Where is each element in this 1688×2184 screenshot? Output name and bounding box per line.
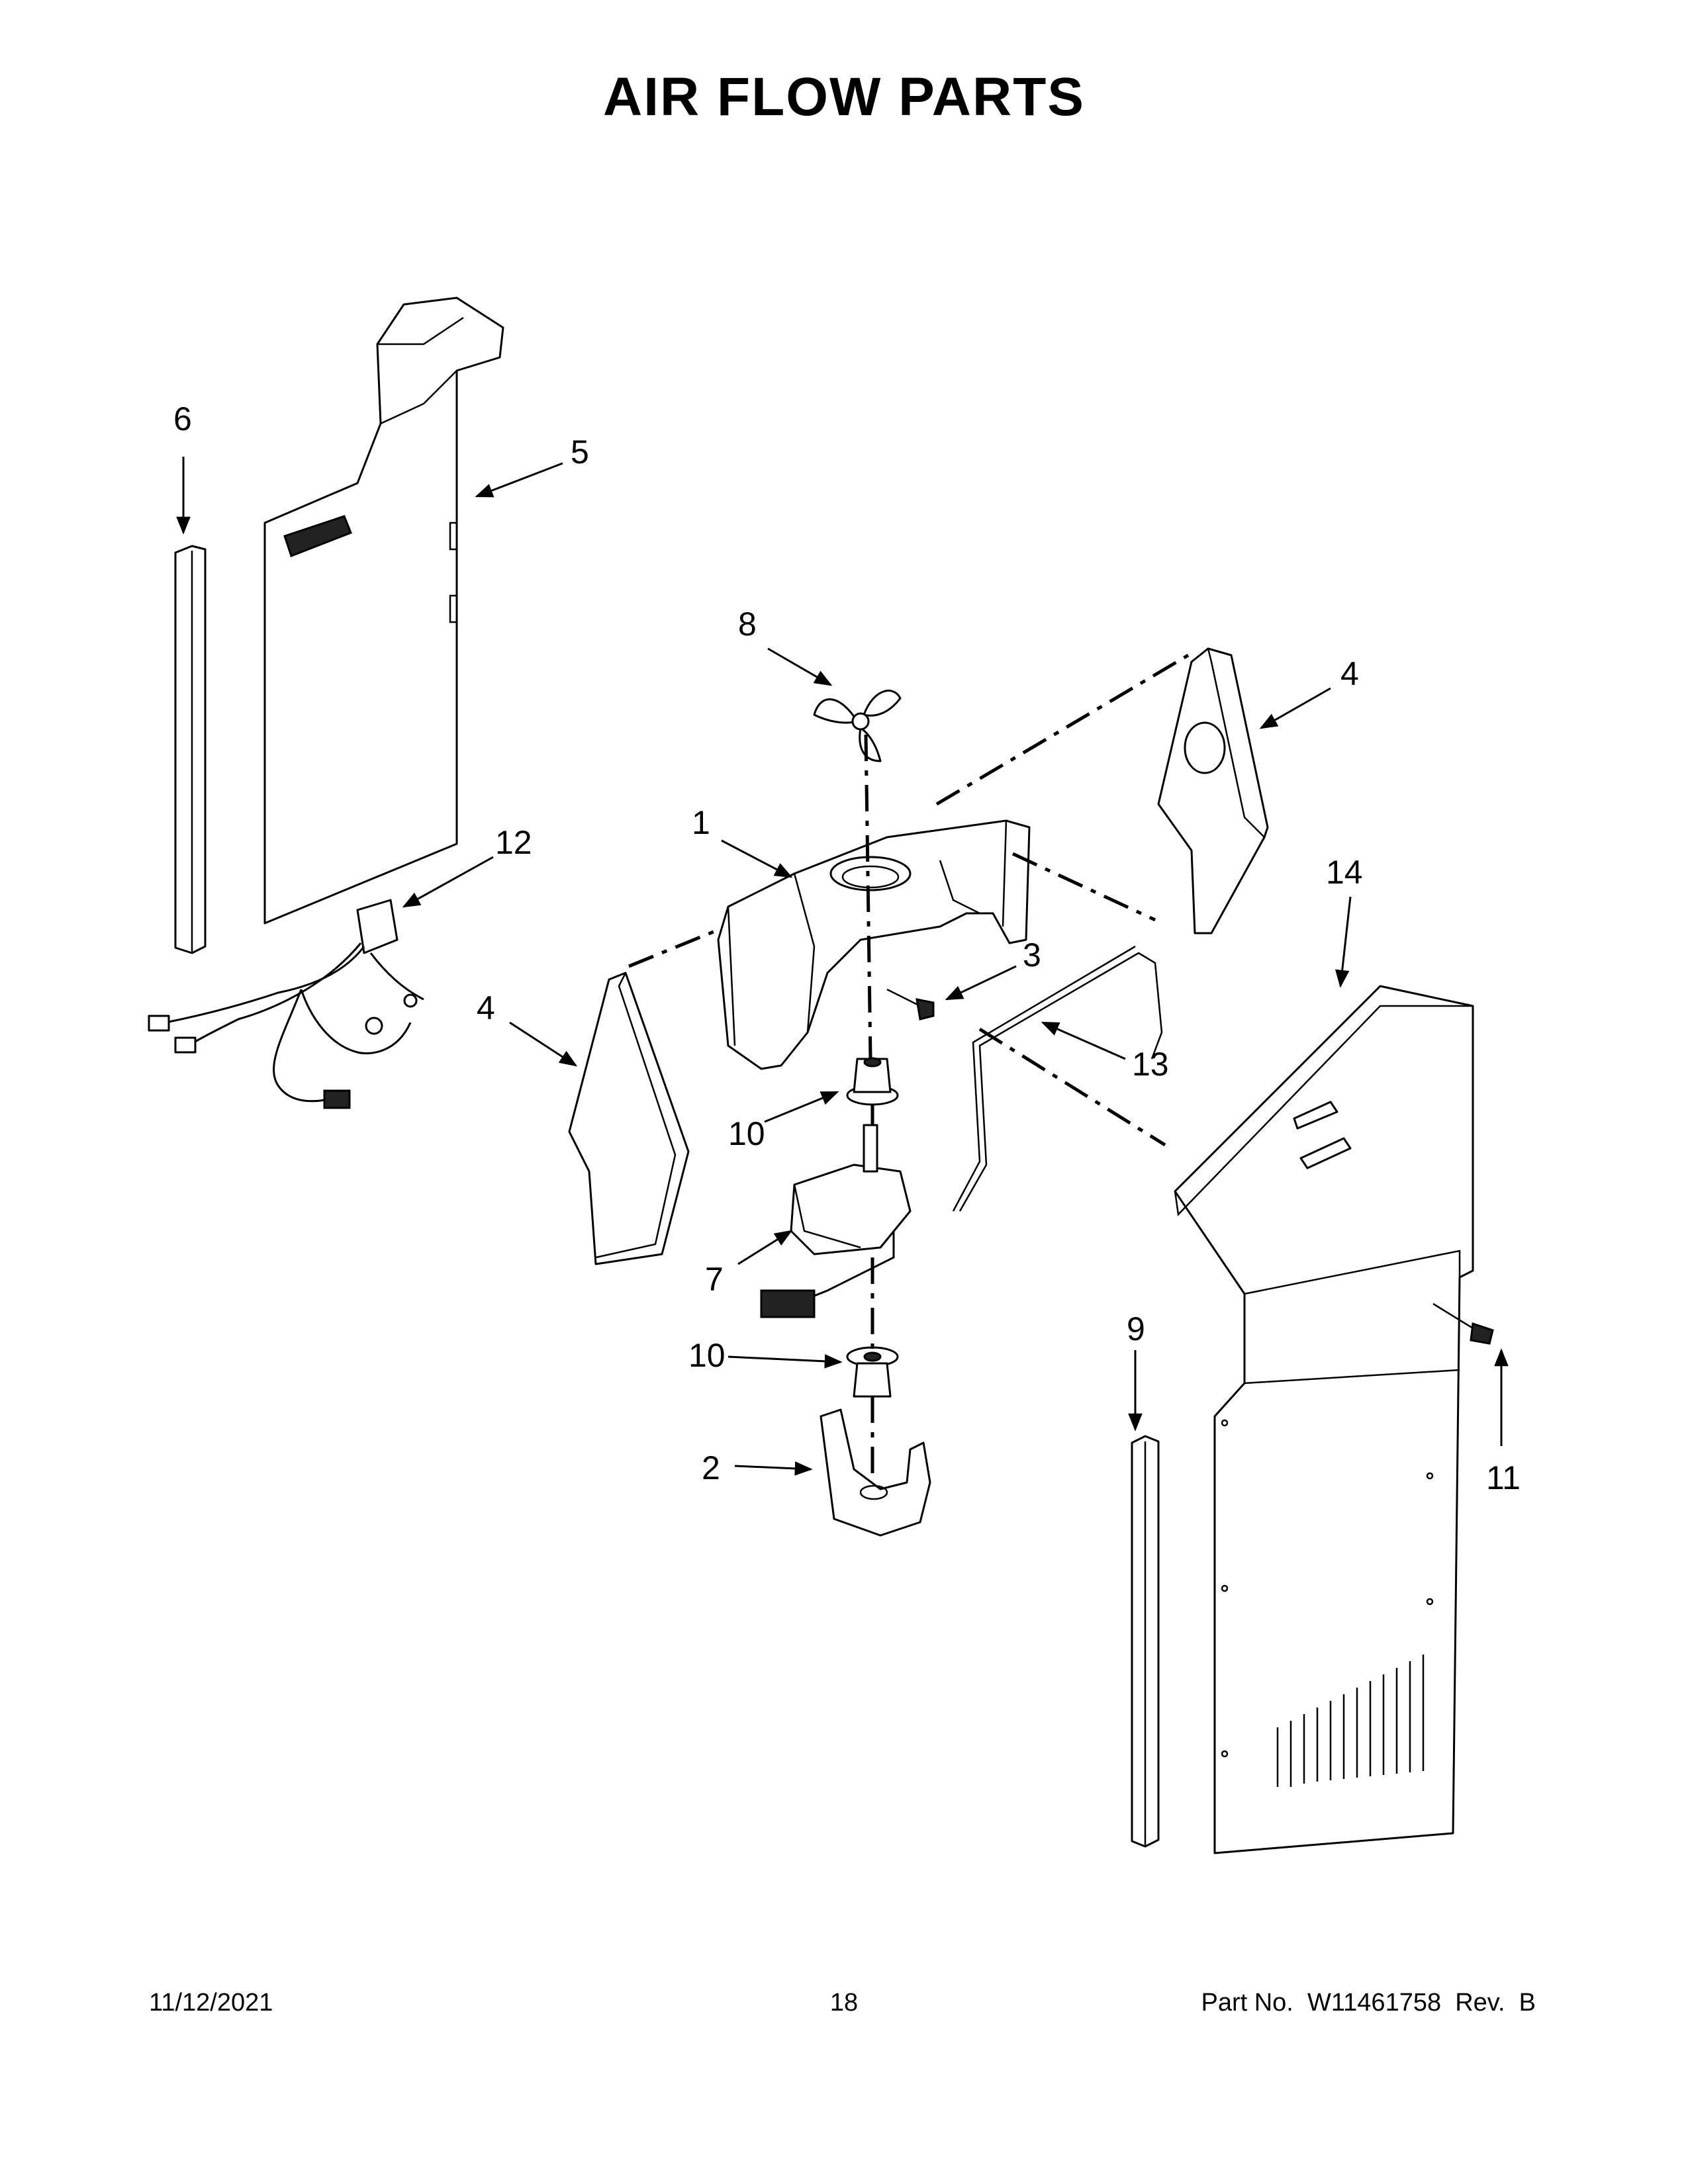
callout-7: 7 (705, 1261, 724, 1298)
part-1-fan-shroud (717, 819, 1031, 1070)
footer-page-number: 18 (829, 1989, 859, 2017)
part-11-screw (1432, 1302, 1494, 1345)
part-4-right-baffle (1157, 647, 1269, 934)
page-title: AIR FLOW PARTS (603, 67, 1085, 127)
callout-3: 3 (1023, 936, 1041, 974)
callout-10-lower: 10 (688, 1337, 726, 1374)
callout-8: 8 (738, 606, 757, 643)
part-3-screw (886, 988, 935, 1021)
callout-1: 1 (692, 804, 710, 841)
footer-part-number: Part No. W11461758 Rev. B (1201, 1989, 1536, 2017)
part-7-fan-motor (760, 1124, 912, 1318)
assembly-center-lines (628, 653, 1190, 1479)
callout-labels: 6 5 8 4 1 12 14 3 4 13 10 7 9 10 2 11 (173, 400, 1521, 1496)
part-6-gasket-strip (174, 545, 207, 954)
part-9-gasket-strip (1131, 1435, 1160, 1848)
part-5-air-duct-panel (263, 296, 504, 925)
part-10-grommet-lower (846, 1346, 899, 1398)
callout-6: 6 (173, 400, 192, 437)
callout-12: 12 (495, 824, 532, 861)
part-2-motor-bracket (820, 1408, 931, 1537)
part-4-left-baffle (568, 972, 690, 1265)
footer-date: 11/12/2021 (149, 1989, 273, 2017)
callout-14: 14 (1326, 854, 1363, 891)
callout-4-left: 4 (477, 989, 495, 1026)
callout-5: 5 (571, 433, 589, 471)
part-14-evaporator-cover (1174, 985, 1474, 1854)
part-8-fan-blade (813, 690, 902, 762)
part-12-wire-harness (148, 899, 424, 1109)
callout-4-right: 4 (1340, 655, 1359, 692)
part-10-grommet-upper (846, 1057, 899, 1106)
part-13-wire-bracket (952, 945, 1163, 1212)
callout-9: 9 (1127, 1310, 1145, 1347)
callout-leaders (176, 457, 1509, 1476)
callout-11: 11 (1486, 1459, 1521, 1496)
callout-10-upper: 10 (728, 1115, 765, 1152)
callout-13: 13 (1132, 1046, 1169, 1083)
callout-2: 2 (702, 1449, 720, 1486)
